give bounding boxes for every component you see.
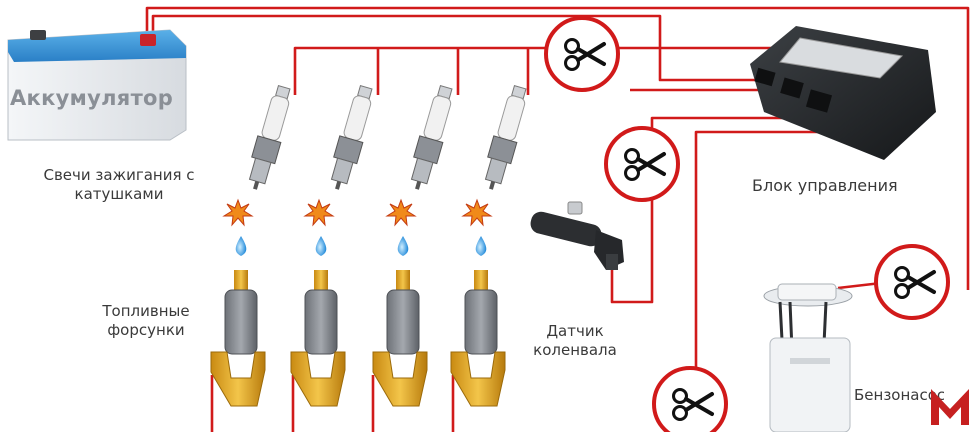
fuel-injectors	[210, 270, 506, 407]
spark-plug	[410, 85, 453, 190]
spark-icon	[303, 198, 335, 227]
spark-icon	[222, 198, 254, 227]
m-logo-icon	[931, 389, 969, 425]
fuel-pump-label: Бензонасос	[854, 386, 944, 404]
spark-plug	[248, 85, 291, 190]
cut-mark	[874, 244, 950, 320]
control-unit	[750, 26, 936, 160]
battery-label: Аккумулятор	[10, 86, 174, 110]
fuel-injector	[210, 270, 266, 407]
fuel-drop-icon	[235, 236, 247, 256]
fuel-injector	[372, 270, 428, 407]
crankshaft-sensor-label: Датчик коленвала	[533, 322, 617, 359]
cut-mark	[544, 16, 620, 92]
cut-mark	[652, 366, 728, 432]
fuel-drops	[235, 236, 487, 256]
fuel-drop-icon	[315, 236, 327, 256]
fuel-injectors-label: Топливные форсунки	[102, 302, 190, 339]
control-unit-label: Блок управления	[752, 176, 898, 195]
battery	[7, 29, 187, 141]
spark-plugs-label: Свечи зажигания с катушками	[43, 166, 195, 203]
fuel-drop-icon	[475, 236, 487, 256]
fuel-pump	[763, 283, 853, 432]
fuel-injector	[290, 270, 346, 407]
fuel-drop-icon	[397, 236, 409, 256]
spark-icon	[461, 198, 493, 227]
cut-mark	[604, 126, 680, 202]
spark-plug	[330, 85, 373, 190]
fuel-injector	[450, 270, 506, 407]
spark-plug	[484, 85, 527, 190]
spark-icon	[385, 198, 417, 227]
crankshaft-sensor	[530, 201, 624, 270]
cut-marks	[544, 16, 950, 432]
wiring	[145, 6, 970, 432]
spark-plugs	[248, 85, 527, 190]
sparks	[222, 198, 493, 227]
